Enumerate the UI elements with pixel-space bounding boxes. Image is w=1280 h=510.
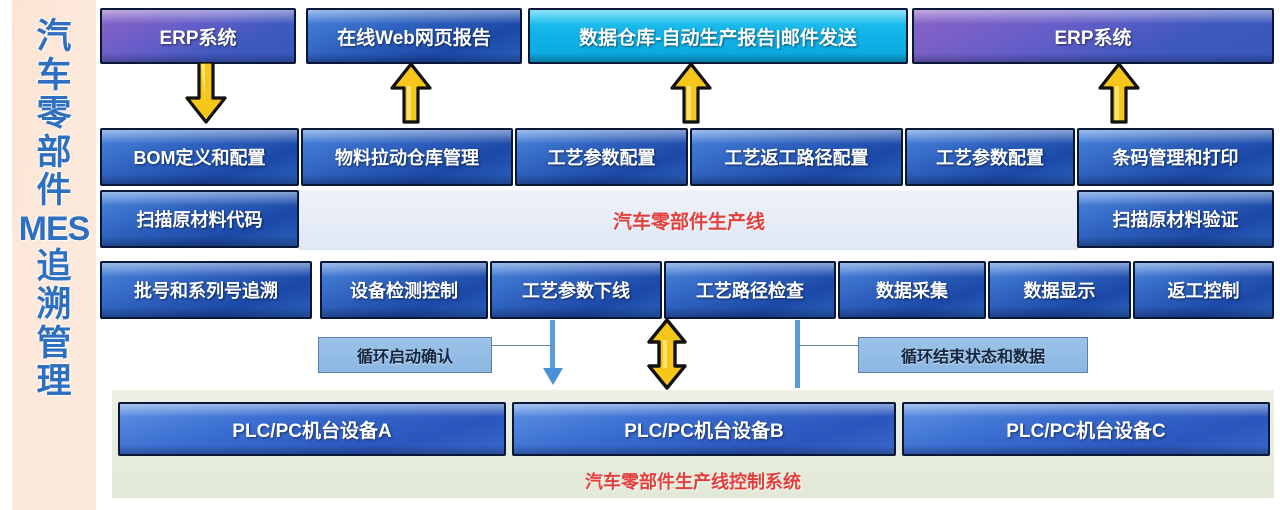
- sidebar-char-6: 追: [36, 246, 72, 286]
- mes-box-process-param-offline-label: 工艺参数下线: [522, 281, 630, 301]
- arrow-data-warehouse-up: [670, 62, 712, 124]
- mes-box-scan-raw-material-verify[interactable]: 扫描原材料验证: [1077, 190, 1274, 248]
- mes-box-lot-serial-trace-label: 批号和系列号追溯: [134, 281, 278, 301]
- callout-cycle-end-status-label: 循环结束状态和数据: [900, 349, 1045, 366]
- mes-box-bom-config[interactable]: BOM定义和配置: [100, 128, 299, 186]
- sidebar-char-9: 理: [36, 362, 72, 402]
- sidebar-char-2: 车: [36, 55, 72, 95]
- arrow-erp-right-up: [1098, 62, 1140, 124]
- top-box-erp-right[interactable]: ERP系统: [912, 8, 1274, 64]
- callout-cycle-start-confirm-label: 循环启动确认: [356, 349, 453, 366]
- mes-box-material-pull[interactable]: 物料拉动仓库管理: [301, 128, 513, 186]
- top-box-data-warehouse-label: 数据仓库-自动生产报告|邮件发送: [579, 27, 857, 49]
- top-box-web-report[interactable]: 在线Web网页报告: [306, 8, 522, 64]
- mes-box-rework-control-label: 返工控制: [1167, 281, 1240, 301]
- sidebar-char-3: 零: [36, 94, 72, 133]
- connector-line-callout-left: [492, 345, 552, 346]
- mes-box-scan-raw-material-verify-label: 扫描原材料验证: [1112, 210, 1239, 230]
- mes-box-process-param-offline[interactable]: 工艺参数下线: [490, 261, 662, 319]
- plc-box-equipment-c[interactable]: PLC/PC机台设备C: [902, 402, 1270, 456]
- sidebar-latin-mes: MES: [18, 209, 91, 248]
- sidebar-char-5: 件: [36, 171, 72, 210]
- sidebar-char-7: 溯: [36, 285, 72, 325]
- sidebar-char-4: 部: [36, 132, 72, 172]
- mes-box-rework-path-config-label: 工艺返工路径配置: [724, 148, 869, 168]
- mes-box-process-param-config[interactable]: 工艺参数配置: [515, 128, 688, 186]
- control-system-caption-label: 汽车零部件生产线控制系统: [585, 472, 801, 492]
- mes-box-process-param-config-label: 工艺参数配置: [547, 148, 656, 168]
- mes-box-process-param-config-2-label: 工艺参数配置: [936, 148, 1044, 168]
- sidebar-char-1: 汽: [36, 17, 72, 56]
- mes-box-rework-control[interactable]: 返工控制: [1133, 261, 1274, 319]
- arrow-web-report-up: [390, 62, 432, 124]
- mes-box-lot-serial-trace[interactable]: 批号和系列号追溯: [100, 261, 312, 319]
- mes-box-equipment-detect-control-label: 设备检测控制: [350, 281, 458, 301]
- plc-box-equipment-b[interactable]: PLC/PC机台设备B: [512, 402, 896, 456]
- top-box-erp-left-label: ERP系统: [159, 27, 237, 49]
- top-box-web-report-label: 在线Web网页报告: [337, 27, 491, 49]
- top-box-erp-left[interactable]: ERP系统: [100, 8, 296, 64]
- production-line-label: 汽车零部件生产线: [612, 211, 765, 233]
- mes-box-scan-raw-material-code-label: 扫描原材料代码: [136, 210, 263, 230]
- mes-box-barcode-print[interactable]: 条码管理和打印: [1077, 128, 1274, 186]
- mes-box-barcode-print-label: 条码管理和打印: [1112, 148, 1239, 168]
- production-line-strip: 汽车零部件生产线: [299, 190, 1079, 250]
- top-box-data-warehouse[interactable]: 数据仓库-自动生产报告|邮件发送: [528, 8, 908, 64]
- mes-box-process-param-config-2[interactable]: 工艺参数配置: [905, 128, 1075, 186]
- callout-cycle-end-status: 循环结束状态和数据: [858, 337, 1088, 373]
- sidebar-title-band: 汽 车 零 部 件 MES 追 溯 管 理: [12, 0, 96, 510]
- connector-line-cycle-start: [550, 320, 555, 372]
- mes-box-material-pull-label: 物料拉动仓库管理: [335, 148, 479, 168]
- mes-box-rework-path-config[interactable]: 工艺返工路径配置: [690, 128, 903, 186]
- sidebar-char-8: 管: [36, 323, 72, 363]
- control-system-caption: 汽车零部件生产线控制系统: [112, 468, 1274, 494]
- mes-box-data-display[interactable]: 数据显示: [988, 261, 1131, 319]
- mes-box-data-collection-label: 数据采集: [876, 281, 948, 301]
- arrow-erp-to-bom-down: [185, 60, 227, 124]
- mes-box-data-collection[interactable]: 数据采集: [838, 261, 986, 319]
- mes-box-process-path-check-label: 工艺路径检查: [696, 281, 804, 301]
- mes-box-data-display-label: 数据显示: [1023, 281, 1096, 301]
- top-box-erp-right-label: ERP系统: [1054, 27, 1132, 49]
- arrow-cycle-start-down: [542, 368, 564, 386]
- sidebar-title-text: 汽 车 零 部 件 MES 追 溯 管 理: [12, 17, 96, 492]
- mes-box-process-path-check[interactable]: 工艺路径检查: [664, 261, 836, 319]
- plc-box-equipment-c-label: PLC/PC机台设备C: [1006, 420, 1166, 442]
- plc-box-equipment-a[interactable]: PLC/PC机台设备A: [118, 402, 506, 456]
- mes-box-bom-config-label: BOM定义和配置: [133, 148, 266, 168]
- plc-box-equipment-b-label: PLC/PC机台设备B: [624, 420, 784, 442]
- callout-cycle-start-confirm: 循环启动确认: [318, 337, 492, 373]
- plc-box-equipment-a-label: PLC/PC机台设备A: [232, 420, 392, 442]
- mes-box-scan-raw-material-code[interactable]: 扫描原材料代码: [100, 190, 299, 248]
- arrow-bidirectional-process-param: [645, 318, 689, 390]
- mes-box-equipment-detect-control[interactable]: 设备检测控制: [320, 261, 488, 319]
- connector-line-callout-right: [798, 345, 860, 346]
- connector-line-cycle-end: [795, 320, 800, 388]
